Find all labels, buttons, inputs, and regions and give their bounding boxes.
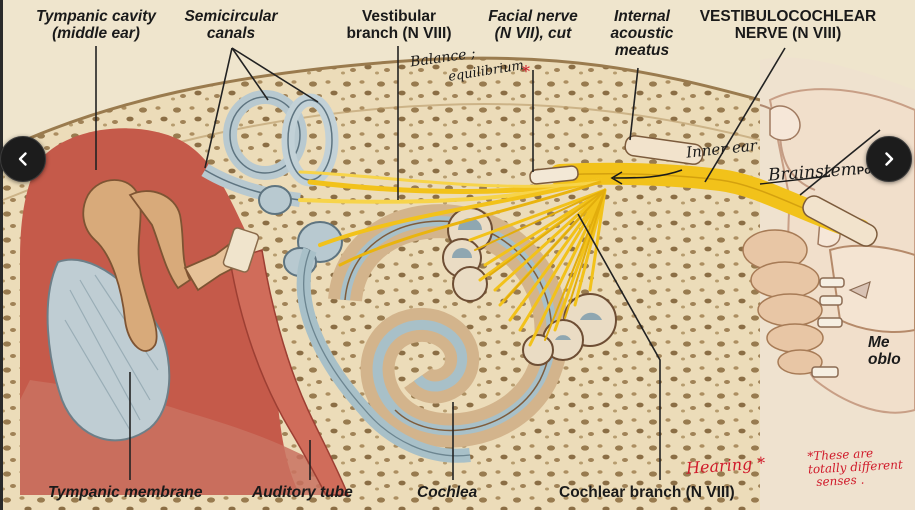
label-cochlear-branch: Cochlear branch (N VIII) (559, 484, 735, 501)
label-vestibulocochlear-line1: VESTIBULOCOCHLEAR (699, 8, 877, 25)
viewer-left-edge (0, 0, 3, 510)
label-meatus-line3: meatus (614, 42, 670, 59)
label-vestibular-line1: Vestibular (361, 8, 437, 25)
label-vestibular-line2: branch (N VIII) (346, 25, 452, 42)
label-medulla-line2: oblo (868, 351, 901, 368)
label-facial-line1: Facial nerve (488, 8, 578, 25)
label-medulla-line1: Me (868, 334, 890, 351)
label-meatus-line2: acoustic (610, 25, 674, 42)
label-cochlea: Cochlea (417, 484, 478, 501)
label-facial-nerve: Facial nerve(N VII), cut (478, 8, 588, 42)
label-semicircular-line2: canals (206, 25, 256, 42)
label-semicircular-line1: Semicircular (184, 8, 278, 25)
label-facial-line2: (N VII), cut (494, 25, 572, 42)
label-vestibulocochlear-line2: NERVE (N VIII) (734, 25, 842, 42)
chevron-left-icon (18, 152, 27, 166)
label-tympanic-cavity: Tympanic cavity(middle ear) (28, 8, 164, 42)
label-tympanic-membrane: Tympanic membrane (48, 484, 203, 501)
label-tympanic-cavity-line2: (middle ear) (52, 25, 140, 42)
label-auditory-tube: Auditory tube (252, 484, 353, 501)
chevron-right-icon (885, 152, 894, 166)
note-different-line3: senses . (815, 472, 865, 490)
next-image-button[interactable] (866, 136, 912, 182)
label-meatus-line1: Internal (614, 8, 670, 25)
note-asterisk-1: * (522, 62, 530, 81)
label-tympanic-cavity-line1: Tympanic cavity (35, 8, 157, 25)
previous-image-button[interactable] (0, 136, 46, 182)
